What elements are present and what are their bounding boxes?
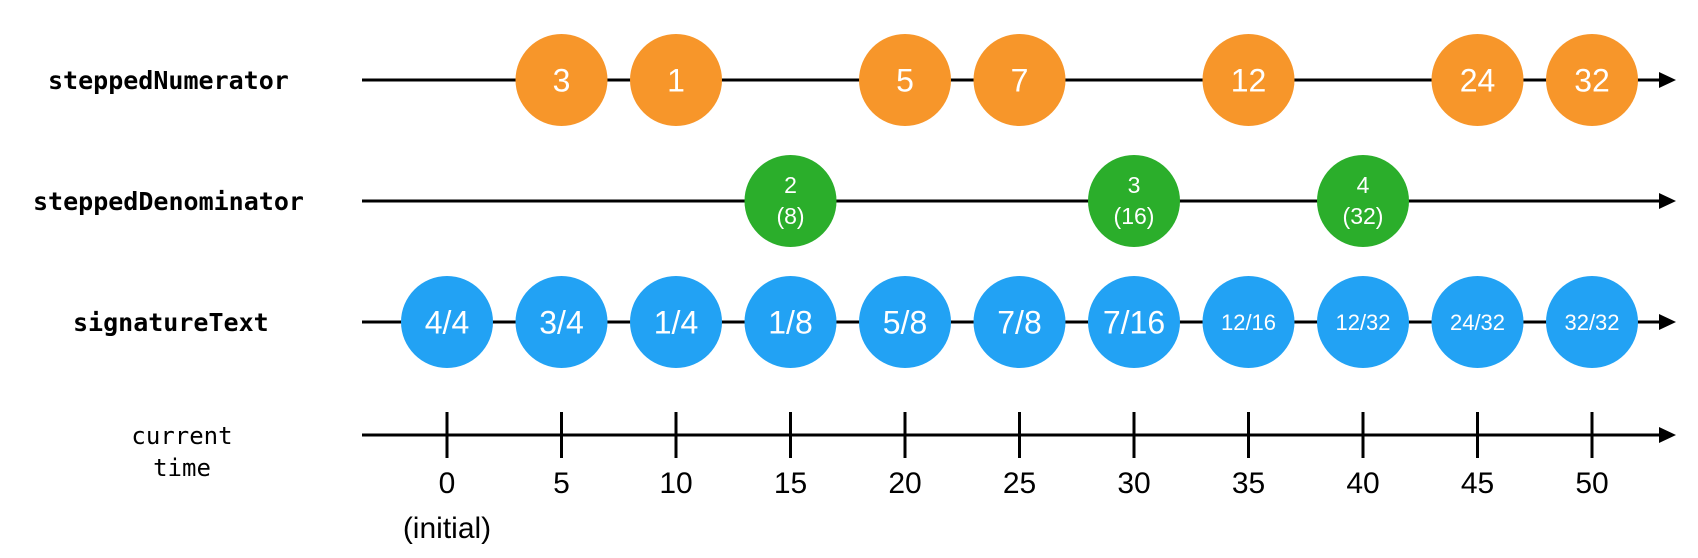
signature-text-marble: 24/32 xyxy=(1431,276,1524,368)
signature-text-marble: 5/8 xyxy=(859,276,951,368)
stepped-numerator-marble: 7 xyxy=(973,34,1066,126)
signature-text-marble-value: 32/32 xyxy=(1564,310,1619,335)
stepped-numerator-marble: 5 xyxy=(859,34,951,126)
time-tick-label: 30 xyxy=(1117,467,1150,500)
time-tick-label: 45 xyxy=(1461,467,1494,500)
signature-text-marble: 4/4 xyxy=(401,276,493,368)
stepped-numerator-arrowhead-icon xyxy=(1659,72,1676,88)
stepped-numerator-stream: steppedNumerator 3 1 5 7 12 24 32 xyxy=(48,34,1676,126)
time-tick-label: 15 xyxy=(774,467,807,500)
signature-text-marble-circle xyxy=(973,276,1066,368)
stepped-numerator-marble-value: 1 xyxy=(667,63,685,99)
stepped-numerator-marble-circle xyxy=(515,34,608,126)
signature-text-marble: 3/4 xyxy=(515,276,608,368)
signature-text-stream: signatureText 4/4 3/4 1/4 1/8 5/8 7/8 7/16 12/16… xyxy=(73,276,1676,368)
time-tick-label: 35 xyxy=(1232,467,1265,500)
signature-text-marble-value: 5/8 xyxy=(883,305,927,341)
stepped-numerator-marble-circle xyxy=(859,34,951,126)
stepped-denominator-marble: 2(8) xyxy=(744,155,837,247)
stepped-denominator-marble-circle xyxy=(1088,155,1180,247)
stepped-numerator-marble: 32 xyxy=(1546,34,1638,126)
initial-note: (initial) xyxy=(403,512,491,545)
stepped-denominator-label: steppedDenominator xyxy=(33,187,304,216)
signature-text-marble-value: 7/8 xyxy=(997,305,1041,341)
stepped-numerator-marble-value: 7 xyxy=(1011,63,1029,99)
signature-text-marble-circle xyxy=(859,276,951,368)
stepped-numerator-marble-circle xyxy=(1546,34,1638,126)
stepped-denominator-marble-circle xyxy=(1317,155,1409,247)
signature-text-label: signatureText xyxy=(73,308,269,337)
signature-text-marble-value: 1/8 xyxy=(768,305,812,341)
signature-text-marble-circle xyxy=(1317,276,1409,368)
time-axis-label: current xyxy=(131,422,232,450)
signature-text-marble-circle xyxy=(401,276,493,368)
time-tick-label: 0 xyxy=(439,467,456,500)
stepped-numerator-marble-circle xyxy=(973,34,1066,126)
signature-text-marble-value: 1/4 xyxy=(654,305,698,341)
signature-text-marble-circle xyxy=(1546,276,1638,368)
stepped-denominator-arrowhead-icon xyxy=(1659,193,1676,209)
stepped-denominator-marble: 4 (32) xyxy=(1317,155,1409,247)
time-axis-label: time xyxy=(153,454,211,482)
stepped-numerator-marble: 1 xyxy=(630,34,722,126)
signature-text-marble-circle xyxy=(744,276,837,368)
signature-text-marble: 12/16 xyxy=(1202,276,1295,368)
stepped-numerator-marble-value: 24 xyxy=(1460,63,1496,99)
stepped-denominator-marble-value: (8) xyxy=(776,203,804,229)
time-tick-label: 20 xyxy=(888,467,921,500)
signature-text-marble-value: 3/4 xyxy=(539,305,583,341)
time-axis-arrowhead-icon xyxy=(1659,427,1676,443)
signature-text-marble-circle xyxy=(1431,276,1524,368)
signature-text-marble: 1/8 xyxy=(744,276,837,368)
stepped-denominator-marble: 3 (16) xyxy=(1088,155,1180,247)
time-axis: current time 0 5 10 15 20 25 30 35 40 45 50 (initial) xyxy=(131,412,1676,545)
stepped-numerator-marble-value: 5 xyxy=(896,63,914,99)
stepped-denominator-marble-value: 4 xyxy=(1357,172,1370,198)
signature-text-marble-circle xyxy=(630,276,722,368)
stepped-numerator-marble-circle xyxy=(1202,34,1295,126)
stepped-numerator-marble-value: 12 xyxy=(1231,63,1267,99)
signature-text-marble-circle xyxy=(515,276,608,368)
signature-text-marble-value: 12/32 xyxy=(1335,310,1390,335)
stepped-denominator-marble-value: 3 xyxy=(1128,172,1141,198)
signature-text-arrowhead-icon xyxy=(1659,314,1676,330)
signature-text-marble-value: 12/16 xyxy=(1221,310,1276,335)
signature-text-marble: 7/16 xyxy=(1088,276,1180,368)
stepped-numerator-marble-circle xyxy=(1431,34,1524,126)
signature-text-marble: 1/4 xyxy=(630,276,722,368)
signature-text-marble-circle xyxy=(1202,276,1295,368)
stepped-numerator-marble-circle xyxy=(630,34,722,126)
stepped-denominator-marble-value: (32) xyxy=(1343,203,1384,229)
signature-text-marble: 7/8 xyxy=(973,276,1066,368)
stepped-numerator-marble-value: 32 xyxy=(1574,63,1610,99)
stepped-denominator-marble-value: (16) xyxy=(1114,203,1155,229)
time-tick-label: 5 xyxy=(553,467,570,500)
signature-text-marble-circle xyxy=(1088,276,1180,368)
stepped-numerator-label: steppedNumerator xyxy=(48,66,289,95)
stepped-numerator-marble: 3 xyxy=(515,34,608,126)
stepped-denominator-marble-circle xyxy=(744,155,837,247)
stepped-denominator-marble-value: 2 xyxy=(784,172,797,198)
signature-text-marble-value: 24/32 xyxy=(1450,310,1505,335)
signature-text-marble-value: 4/4 xyxy=(425,305,469,341)
stepped-numerator-marble-value: 3 xyxy=(553,63,571,99)
stepped-numerator-marble: 12 xyxy=(1202,34,1295,126)
signature-text-marble: 12/32 xyxy=(1317,276,1409,368)
signature-text-marble: 32/32 xyxy=(1546,276,1638,368)
time-tick-label: 50 xyxy=(1575,467,1608,500)
stepped-numerator-marble: 24 xyxy=(1431,34,1524,126)
time-tick-label: 40 xyxy=(1346,467,1379,500)
signature-text-marble-value: 7/16 xyxy=(1103,305,1165,341)
time-tick-label: 10 xyxy=(659,467,692,500)
time-tick-label: 25 xyxy=(1003,467,1036,500)
